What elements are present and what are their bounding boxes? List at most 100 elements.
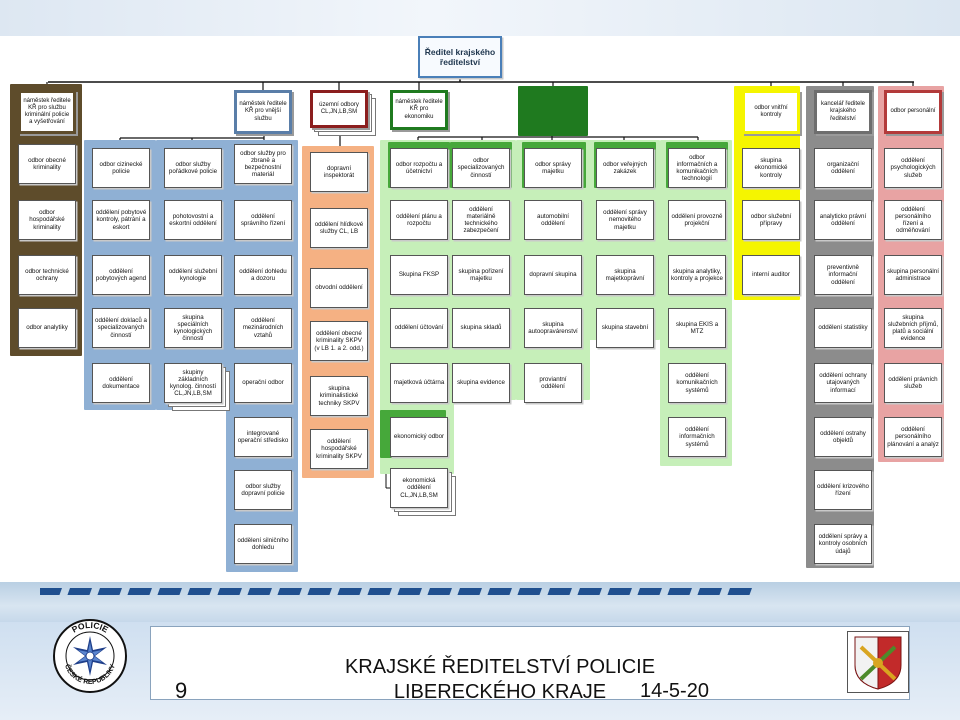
org-unit-box: odbor veřejných zakázek	[596, 148, 654, 188]
org-unit-box: oddělení účtování	[390, 308, 448, 348]
dash-segment	[307, 588, 332, 595]
dash-segment	[397, 588, 422, 595]
org-unit-box: Skupina FKSP	[390, 255, 448, 295]
org-unit-box: oddělení krizového řízení	[814, 470, 872, 510]
organization-line-1: KRAJSKÉ ŘEDITELSTVÍ POLICIE	[344, 656, 656, 678]
org-unit-box: skupina EKIS a MTZ	[668, 308, 726, 348]
dash-segment	[487, 588, 512, 595]
org-unit-box: majetková účtárna	[390, 363, 448, 403]
column-background	[660, 140, 732, 466]
org-unit-box: preventivně informační oddělení	[814, 255, 872, 295]
org-unit-box: odbor služby pro zbraně a bezpečnostní m…	[234, 144, 292, 184]
org-unit-box: odbor cizinecké policie	[92, 148, 150, 188]
org-unit-box: skupina analytiky, kontroly a projekce	[668, 255, 726, 295]
deputy-head-box: náměstek ředitele KŘ pro vnější službu	[234, 90, 292, 134]
org-unit-box: odbor informačních a komunikačních techn…	[668, 148, 726, 188]
org-unit-box: ekonomická oddělení CL,JN,LB,SM	[390, 468, 448, 508]
top-band	[0, 0, 960, 36]
org-unit-box: odbor rozpočtu a účetnictví	[390, 148, 448, 188]
org-unit-box: organizační oddělení	[814, 148, 872, 188]
dash-segment	[40, 588, 62, 595]
dash-segment	[667, 588, 692, 595]
org-unit-box: oddělení právních služeb	[884, 363, 942, 403]
org-unit-box: oddělení hospodářské kriminality SKPV	[310, 429, 368, 469]
org-unit-box: skupina kriminalistické techniky SKPV	[310, 376, 368, 416]
dash-segment	[547, 588, 572, 595]
org-unit-box: pohotovostní a eskortní oddělení	[164, 200, 222, 240]
dash-segment	[607, 588, 632, 595]
dash-segment	[637, 588, 662, 595]
dash-segment	[277, 588, 302, 595]
org-unit-box: odbor služby dopravní policie	[234, 470, 292, 510]
org-unit-box: oddělení pobytových agend	[92, 255, 150, 295]
dash-segment	[727, 588, 752, 595]
deputy-head-box: odbor personální	[884, 90, 942, 134]
org-unit-box: analyticko právní oddělení	[814, 200, 872, 240]
org-unit-box: oddělení plánu a rozpočtu	[390, 200, 448, 240]
org-unit-box: skupina ekonomické kontroly	[742, 148, 800, 188]
date: 14-5-20	[640, 680, 709, 702]
deputy-head-box: náměstek ředitele KŘ pro službu kriminál…	[18, 90, 76, 134]
org-unit-box: obvodní oddělení	[310, 268, 368, 308]
dash-segment	[67, 588, 92, 595]
org-unit-box: oddělení ochrany utajovaných informací	[814, 363, 872, 403]
org-unit-box: skupina skladů	[452, 308, 510, 348]
org-unit-box: oddělení provozně projekční	[668, 200, 726, 240]
slide-number: 9	[175, 678, 188, 703]
org-unit-box: proviantní oddělení	[524, 363, 582, 403]
dash-segment	[157, 588, 182, 595]
org-unit-box: oddělení dokumentace	[92, 363, 150, 403]
dash-segment	[517, 588, 542, 595]
org-unit-box: skupina speciálních kynologických činnos…	[164, 308, 222, 348]
org-unit-box: oddělení doklaců a specializovaných činn…	[92, 308, 150, 348]
org-unit-box: oddělení služební kynologie	[164, 255, 222, 295]
org-unit-box: skupina autoopravárenství	[524, 308, 582, 348]
org-unit-box: dopravní skupina	[524, 255, 582, 295]
org-unit-box: oddělení komunikačních systémů	[668, 363, 726, 403]
org-unit-box: odbor specializovaných činností	[452, 148, 510, 188]
org-unit-box: odbor technické ochrany	[18, 255, 76, 295]
liberec-region-crest	[847, 631, 909, 693]
org-unit-box: skupina služebních příjmů, platů a sociá…	[884, 308, 942, 348]
org-unit-box: oddělení mezinárodních vztahů	[234, 308, 292, 348]
org-unit-box: oddělení statistiky	[814, 308, 872, 348]
dash-segment	[337, 588, 362, 595]
dash-segment	[97, 588, 122, 595]
deputy-head-box: odbor vnitřní kontroly	[742, 90, 800, 134]
column-background	[518, 86, 588, 136]
org-unit-box: odbor obecné kriminality	[18, 144, 76, 184]
org-unit-box: oddělení personálního řízení a odměňován…	[884, 200, 942, 240]
org-unit-box: oddělení správního řízení	[234, 200, 292, 240]
organization-line-2: LIBERECKÉHO KRAJE	[393, 681, 607, 703]
dash-segment	[697, 588, 722, 595]
org-unit-box: operační odbor	[234, 363, 292, 403]
org-unit-box: oddělení materiálně technického zabezpeč…	[452, 200, 510, 240]
dashed-rule	[40, 588, 752, 595]
organization-name: KRAJSKÉ ŘEDITELSTVÍ POLICIE LIBERECKÉHO …	[300, 655, 700, 705]
org-unit-box: skupina pořizení majetku	[452, 255, 510, 295]
org-unit-box: oddělení ostrahy objektů	[814, 417, 872, 457]
org-unit-box: oddělení obecné kriminality SKPV (v LB 1…	[310, 321, 368, 361]
org-unit-box: oddělení správy a kontroly osobních údaj…	[814, 524, 872, 564]
deputy-head-box: náměstek ředitele KŘ pro ekonomiku	[390, 90, 448, 130]
dash-segment	[187, 588, 212, 595]
org-unit-box: dopravní inspektorát	[310, 152, 368, 192]
org-unit-box: odbor služební přípravy	[742, 200, 800, 240]
org-unit-box: skupina majetkoprávní	[596, 255, 654, 295]
org-unit-box: skupiny základních kynolog. činností CL,…	[164, 363, 222, 403]
org-unit-box: odbor správy majetku	[524, 148, 582, 188]
org-unit-box: skupina evidence	[452, 363, 510, 403]
org-unit-box: skupina personální administrace	[884, 255, 942, 295]
org-unit-box: oddělení dohledu a dozoru	[234, 255, 292, 295]
dash-segment	[577, 588, 602, 595]
org-unit-box: oddělení informačních systémů	[668, 417, 726, 457]
org-unit-box: oddělení pobytové kontroly, pátrání a es…	[92, 200, 150, 240]
dash-segment	[127, 588, 152, 595]
org-unit-box: skupina stavební	[596, 308, 654, 348]
deputy-head-box: územní odbory CL,JN,LB,SM	[310, 90, 368, 128]
org-unit-box: integrované operační středisko	[234, 417, 292, 457]
org-unit-box: oddělení psychologických služeb	[884, 148, 942, 188]
deputy-head-box: kancelář ředitele krajského ředitelství	[814, 90, 872, 134]
dash-segment	[367, 588, 392, 595]
